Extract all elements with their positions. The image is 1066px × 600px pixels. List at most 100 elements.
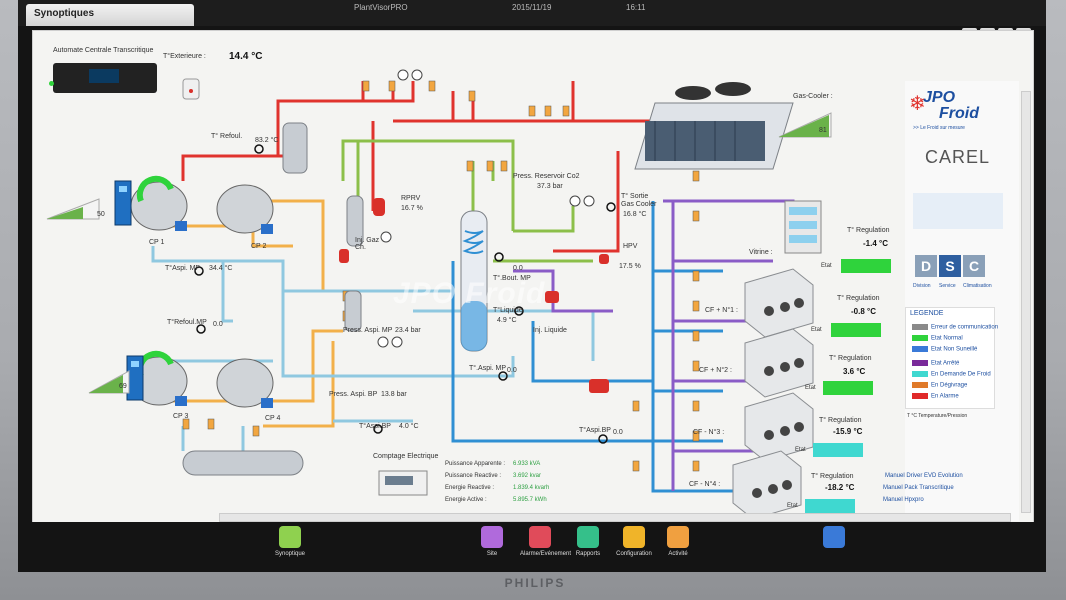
inj-liquide-label: Inj. Liquide [533, 327, 567, 334]
legend-box: LEGENDE Erreur de communication Etat Nor… [905, 307, 998, 409]
cp3-label[interactable]: CP 3 [173, 413, 189, 420]
vertical-scrollbar[interactable] [1021, 91, 1031, 513]
t-aspi-bp-label: T°Aspi.BP [359, 423, 391, 430]
dock-rapports-button[interactable]: Rapports [568, 526, 608, 557]
dock-site-button[interactable]: Site [472, 526, 512, 557]
vitrine-unit [784, 200, 822, 254]
rprv-label: RPRV [401, 195, 421, 202]
load-cf1-reg-label: T° Regulation [837, 295, 880, 302]
legend-item: En Alarme [912, 393, 959, 400]
dock-activite-button[interactable]: Activité [658, 526, 698, 557]
logout-icon [823, 526, 845, 548]
dsc-logo-s: S [939, 255, 961, 277]
drive-bottom-value: 69 [119, 383, 127, 390]
jpo-logo-line2: Froid [939, 105, 979, 122]
t-aspi-mp2-value: 0.0 [507, 367, 517, 374]
energy-row-value: 5.895.7 kWh [513, 497, 547, 503]
hpv-label: HPV [623, 243, 638, 250]
drive-top-value: 50 [97, 211, 105, 218]
bottom-dock: Synoptique Site Alarme/Evénement Rapport… [18, 522, 1046, 572]
carel-logo: CAREL [925, 147, 991, 167]
press-reservoir-value: 37.3 bar [537, 183, 563, 190]
press-aspi-bp-label: Press. Aspi. BP [329, 391, 378, 398]
load-cf2-status[interactable] [823, 381, 873, 395]
load-cf3-etat-label: Etat [795, 447, 806, 453]
link-manual-hpxpro[interactable]: Manuel Hpxpro [883, 497, 924, 503]
dsc-caption-2: Service [939, 283, 956, 289]
legend-item: En Dégivrage [912, 382, 967, 389]
t-liquide-label: T°Liquide [493, 307, 523, 314]
load-cf3-reg-value: -15.9 °C [833, 427, 863, 436]
dock-label: Activité [668, 551, 688, 557]
status-dot [49, 81, 54, 86]
dock-logout-button[interactable] [814, 526, 854, 548]
load-cf3-name: CF - N°3 : [693, 429, 725, 436]
load-cf1-status[interactable] [831, 323, 881, 337]
link-manual-evd[interactable]: Manuel Driver EVD Evolution [885, 473, 963, 479]
dock-label: Site [486, 551, 498, 557]
load-cf4-status[interactable] [805, 499, 855, 513]
time-label: 16:11 [626, 3, 646, 12]
cp2-label[interactable]: CP 2 [251, 243, 267, 250]
horizontal-scrollbar[interactable] [219, 513, 1011, 522]
dock-label: Alarme/Evénement [520, 551, 572, 557]
dock-label: Synoptique [274, 551, 306, 557]
t-bout-mp-label: T°.Bout. MP [493, 275, 531, 282]
tab-synoptiques[interactable]: Synoptiques [26, 4, 194, 26]
t-aspi-bp-value: 4.0 °C [399, 423, 419, 430]
press-reservoir-label: Press. Reservoir Co2 [513, 173, 580, 180]
energy-row-value: 3.692 kvar [513, 473, 542, 479]
piping-diagram [46, 63, 832, 520]
legend-item: Etat Non Suneillé [912, 346, 977, 353]
dock-synoptique-button[interactable]: Synoptique [270, 526, 310, 557]
press-aspi-mp-label: Press. Aspi. MP [343, 327, 393, 334]
certificate-image [913, 193, 1003, 229]
load-vitrine-status[interactable] [841, 259, 891, 273]
load-cf2-name: CF + N°2 : [699, 367, 732, 374]
t-aspi-mp2-label: T°.Aspi. MP [469, 365, 507, 372]
controller-label: Automate Centrale Transcritique [53, 47, 154, 54]
energy-row-label: Puissance Reactive : [445, 473, 502, 479]
t-aspi-mp-label: T°Aspi. MP [165, 265, 201, 272]
cp1-label[interactable]: CP 1 [149, 239, 165, 246]
load-cf4-etat-label: Etat [787, 503, 798, 509]
load-cf1-name: CF + N°1 : [705, 307, 738, 314]
dsc-caption-3: Climatisation [963, 283, 992, 289]
legend-title: LEGENDE [910, 310, 944, 317]
t-sortie-gc-value: 16.8 °C [623, 211, 647, 218]
press-aspi-mp-value: 23.4 bar [395, 327, 421, 334]
load-cf2-reg-value: 3.6 °C [843, 367, 866, 376]
load-cf1-etat-label: Etat [811, 327, 822, 333]
energy-row-label: Energie Active : [445, 497, 487, 503]
load-vitrine-etat-label: Etat [821, 263, 832, 269]
alarm-icon [529, 526, 551, 548]
load-vitrine-name: Vitrine : [749, 249, 773, 256]
synoptique-icon [279, 526, 301, 548]
legend-note: T °C Temperature/Pression [907, 413, 968, 419]
monitor-brand: PHILIPS [504, 576, 566, 590]
gas-cooler-unit [634, 82, 794, 170]
t-bout-mp-value: 0.0 [513, 265, 523, 272]
dock-configuration-button[interactable]: Configuration [614, 526, 654, 557]
t-refoul-value: 83.2 °C [255, 137, 279, 144]
gas-cooler-value: 81 [819, 127, 827, 134]
load-cf4-reg-label: T° Regulation [811, 473, 854, 480]
dock-label: Configuration [616, 551, 652, 557]
dock-alarme-button[interactable]: Alarme/Evénement [520, 526, 572, 557]
inj-gaz-label: Inj. Gaz Ch. [355, 237, 380, 251]
t-aspi-bp2-value: 0.0 [613, 429, 623, 436]
legend-item: Etat Arrêté [912, 360, 959, 367]
link-manual-pack[interactable]: Manuel Pack Transcritique [883, 485, 954, 491]
reports-icon [577, 526, 599, 548]
load-vitrine-reg-value: -1.4 °C [863, 239, 888, 248]
t-liquide-value: 4.9 °C [497, 317, 517, 324]
configuration-icon [623, 526, 645, 548]
t-refoul-mp-value: 0.0 [213, 321, 223, 328]
hpv-value: 17.5 % [619, 263, 641, 270]
t-refoul-mp-label: T°Refoul.MP [167, 319, 207, 326]
cp4-label[interactable]: CP 4 [265, 415, 281, 422]
app-name: PlantVisorPRO [354, 3, 408, 12]
snowflake-icon: ❄ [909, 93, 926, 115]
load-cf3-status[interactable] [813, 443, 863, 457]
